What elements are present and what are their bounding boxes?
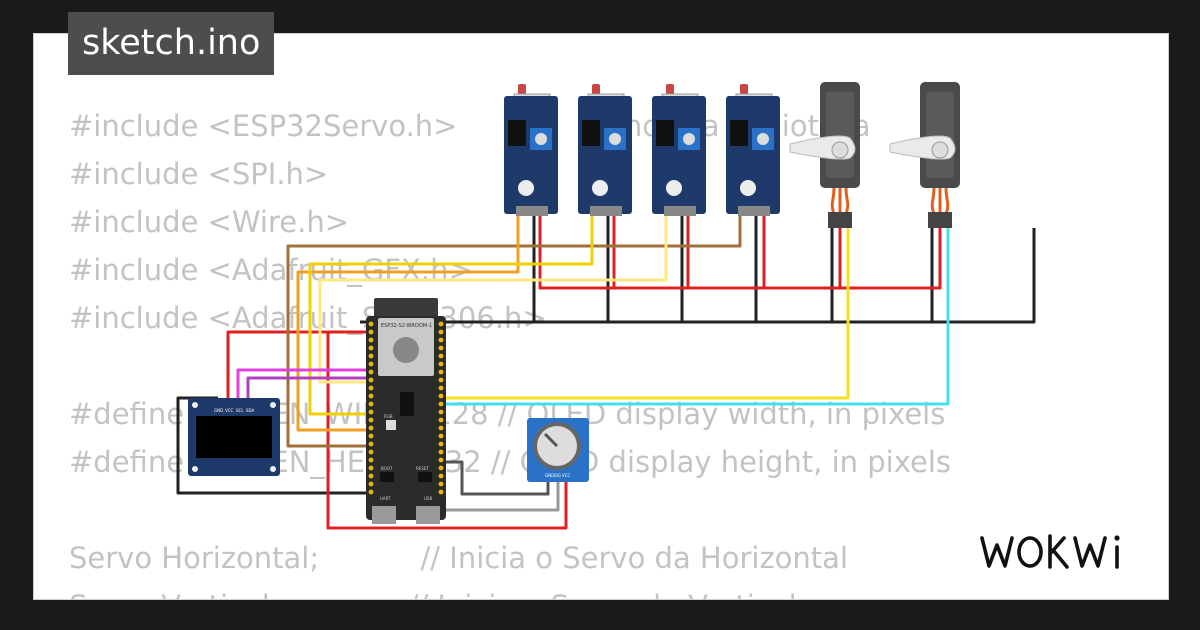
ldr-module[interactable]	[652, 84, 706, 216]
svg-text:VCC: VCC	[562, 473, 571, 478]
code-line: Servo Horizontal; // Inicia o Servo da H…	[69, 541, 849, 575]
wokwi-logo-mark	[980, 534, 1120, 569]
wire-oled-scl	[246, 376, 368, 398]
ldr-board	[652, 96, 706, 214]
svg-text:VCC: VCC	[225, 408, 234, 413]
servo-motor[interactable]	[789, 82, 860, 228]
svg-text:USB: USB	[424, 496, 432, 501]
wire-ldr1-signal	[296, 212, 520, 432]
servo-motor[interactable]	[889, 82, 960, 228]
usb-port-native[interactable]	[416, 506, 440, 524]
oled-display[interactable]: GND VCC SCL SDA	[188, 398, 280, 476]
photoresistor	[666, 84, 674, 96]
svg-text:RGB: RGB	[384, 414, 393, 419]
svg-text:SIG: SIG	[554, 473, 561, 478]
svg-text:GND: GND	[214, 408, 223, 413]
wire-oled-sda	[236, 368, 368, 398]
wire-gnd-bus	[360, 228, 1036, 324]
svg-text:GND: GND	[545, 473, 554, 478]
wokwi-logo	[975, 525, 1155, 580]
boot-button[interactable]	[380, 472, 394, 482]
svg-text:UART: UART	[380, 496, 391, 501]
esp32-board[interactable]: ESP32-S2-WROOM-1 RGB BOOT RESET UART USB	[366, 298, 446, 524]
code-line: #include <Wire.h>	[69, 205, 350, 239]
ldr-board	[726, 96, 780, 214]
photoresistor	[518, 84, 526, 96]
wire-ldr4-signal	[286, 212, 742, 448]
wire-pot-gnd	[440, 460, 550, 496]
espressif-logo	[393, 337, 419, 363]
ldr-module[interactable]	[504, 84, 558, 216]
reset-button[interactable]	[418, 472, 432, 482]
wire-servo1-signal	[440, 228, 850, 400]
usb-port-uart[interactable]	[372, 506, 396, 524]
file-name-tab: sketch.ino	[68, 12, 275, 75]
photoresistor	[740, 84, 748, 96]
potentiometer[interactable]: GND SIG VCC	[527, 418, 589, 482]
wire-ldr3-signal	[318, 212, 668, 384]
svg-text:SDA: SDA	[246, 408, 255, 413]
ldr-board	[578, 96, 632, 214]
wire-servo2-signal	[440, 228, 950, 406]
chip	[400, 392, 414, 416]
chip-label: ESP32-S2-WROOM-1	[381, 323, 432, 329]
ldr-board	[504, 96, 558, 214]
oled-screen	[196, 416, 272, 458]
wire-ldr2-signal	[308, 212, 594, 416]
svg-text:BOOT: BOOT	[381, 466, 393, 471]
ldr-module[interactable]	[578, 84, 632, 216]
svg-text:SCL: SCL	[236, 408, 244, 413]
photoresistor	[592, 84, 600, 96]
code-line: Servo Vertical; // Inicia o Servo da Ver…	[69, 582, 951, 599]
pin-header-right	[438, 321, 444, 495]
svg-text:RESET: RESET	[416, 466, 429, 471]
code-line: #include <SPI.h>	[69, 157, 329, 191]
ldr-module[interactable]	[726, 84, 780, 216]
antenna	[374, 298, 438, 320]
pin-header-left	[368, 321, 374, 495]
wire-vcc-ldr	[538, 212, 942, 290]
wires	[176, 212, 1036, 530]
rgb-led	[386, 420, 396, 430]
